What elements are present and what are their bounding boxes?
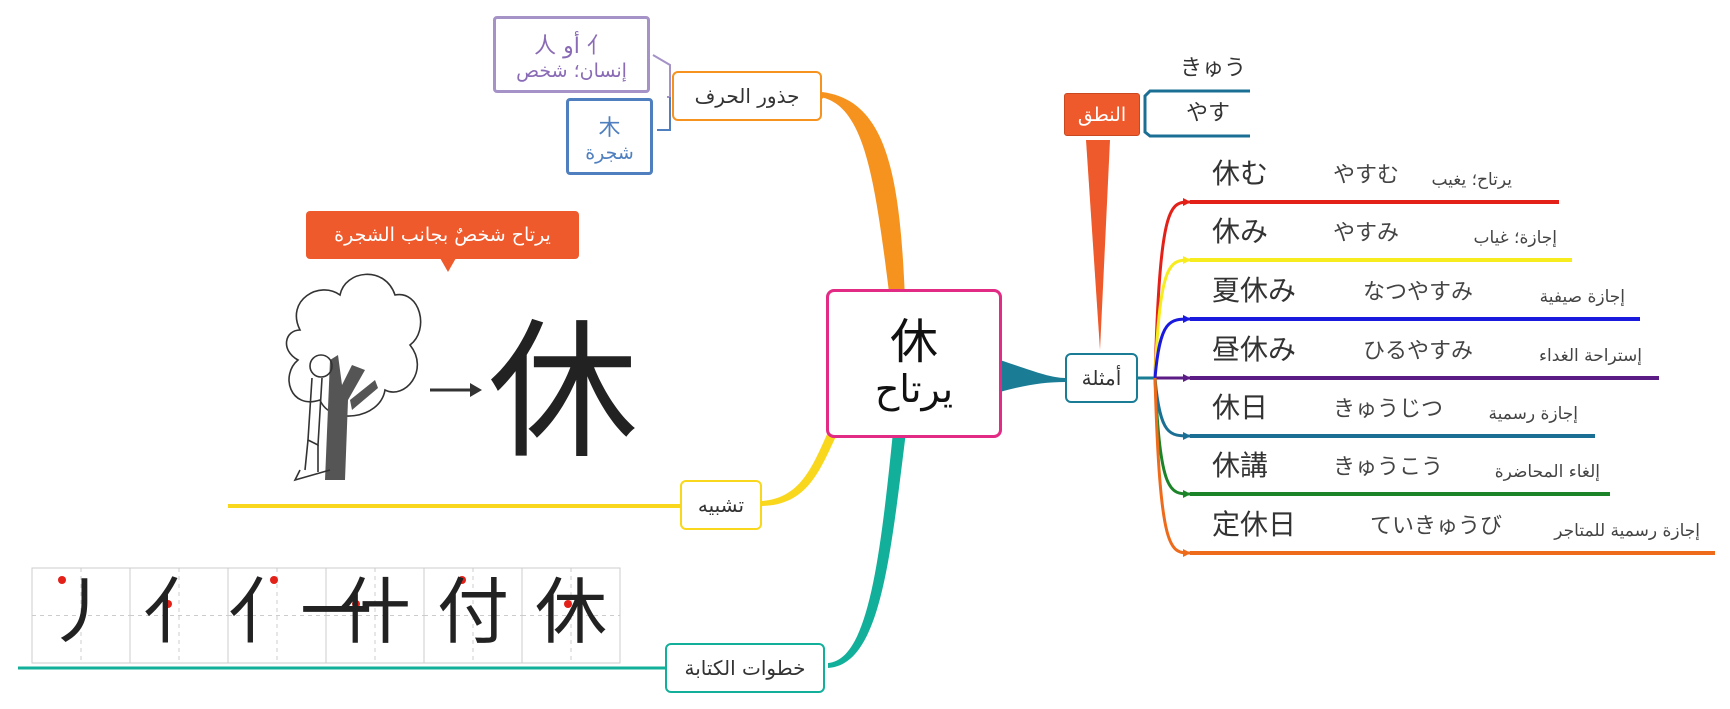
writing-step: 付 (436, 570, 509, 654)
example-word: 休日 (1212, 391, 1269, 424)
writing-steps-grid (31, 567, 621, 664)
example-meaning: إجازة صيفية (1539, 287, 1625, 307)
example-curve (1153, 377, 1191, 555)
analogy-callout: يرتاح شخصٌ بجانب الشجرة (306, 211, 579, 259)
example-curve (1153, 377, 1191, 438)
roots-branch-ribbon (820, 92, 905, 300)
root-card-tree[interactable]: 木 شجرة (566, 98, 653, 175)
example-meaning: إجازة؛ غياب (1473, 228, 1557, 248)
roots-node[interactable]: جذور الحرف (672, 71, 822, 121)
example-arrowhead (1183, 256, 1191, 264)
examples-branch-ribbon (1000, 360, 1065, 392)
analogy-glyph: 休 (488, 306, 639, 480)
examples-label: أمثلة (1081, 366, 1122, 390)
writing-step-start-dot (270, 576, 278, 584)
analogy-branch-ribbon (762, 432, 838, 506)
writing-step: 亻 (142, 570, 215, 654)
example-word: 夏休み (1212, 274, 1297, 307)
analogy-callout-tail (440, 258, 456, 272)
analogy-callout-text: يرتاح شخصٌ بجانب الشجرة (334, 224, 551, 246)
example-curve (1153, 317, 1191, 379)
center-meaning: يرتاح (874, 367, 954, 411)
writing-node[interactable]: خطوات الكتابة (665, 643, 825, 693)
reading-callout-pointer (1086, 140, 1110, 350)
example-kana: きゅうじつ (1333, 397, 1444, 422)
example-arrowhead (1183, 374, 1191, 382)
root-tree-chars: 木 (598, 115, 621, 141)
reading-label: النطق (1077, 103, 1127, 126)
example-arrowhead (1183, 198, 1191, 206)
example-meaning: إلغاء المحاضرة (1494, 462, 1600, 482)
example-word: 休講 (1212, 449, 1269, 482)
example-arrowhead (1183, 549, 1191, 557)
writing-step-start-dot (58, 576, 66, 584)
reading-bracket (1143, 89, 1250, 138)
example-arrowhead (1183, 490, 1191, 498)
example-kana: やすむ (1333, 163, 1400, 188)
writing-step: 亻一 (228, 570, 373, 654)
writing-step-start-dot (164, 600, 172, 608)
root-person-meaning: إنسان؛ شخص (516, 59, 627, 82)
center-node[interactable]: 休 يرتاح (826, 289, 1002, 438)
reading-node[interactable]: النطق (1064, 93, 1140, 136)
writing-step: 丿 (44, 570, 117, 654)
roots-connector-2 (657, 97, 671, 131)
writing-branch-ribbon (828, 432, 906, 668)
example-arrowhead (1183, 315, 1191, 323)
writing-step: 休 (534, 570, 607, 654)
example-meaning: إجازة رسمية للمتاجر (1554, 521, 1700, 541)
example-word: 休み (1212, 215, 1269, 248)
example-word: 定休日 (1212, 508, 1297, 541)
example-curve (1153, 200, 1191, 379)
example-meaning: يرتاح؛ يغيب (1431, 170, 1512, 190)
example-kana: きゅうこう (1333, 455, 1444, 480)
example-arrowhead (1183, 432, 1191, 440)
center-kanji: 休 (889, 314, 938, 371)
analogy-label: تشبيه (697, 493, 745, 517)
example-kana: ひるやすみ (1363, 339, 1474, 364)
example-meaning: إستراحة الغداء (1539, 346, 1642, 366)
root-person-chars: 人 أو 亻 (534, 33, 609, 59)
writing-label: خطوات الكتابة (684, 656, 806, 680)
analogy-arrow-head (470, 383, 482, 397)
reading-yasu: やす (1186, 101, 1231, 126)
example-branches (1153, 198, 1715, 557)
example-word: 昼休み (1212, 333, 1297, 366)
root-tree-meaning: شجرة (585, 141, 634, 164)
reading-kyuu: きゅう (1180, 56, 1247, 81)
writing-step-start-dot (564, 600, 572, 608)
root-card-person[interactable]: 人 أو 亻 إنسان؛ شخص (493, 16, 650, 93)
example-word: 休む (1212, 157, 1269, 190)
writing-step-start-dot (352, 600, 360, 608)
example-kana: なつやすみ (1363, 280, 1474, 305)
roots-label: جذور الحرف (694, 84, 800, 108)
example-kana: ていきゅうび (1370, 514, 1503, 539)
roots-connector (652, 54, 671, 131)
example-kana: やすみ (1333, 221, 1400, 246)
writing-step-start-dot (458, 576, 466, 584)
analogy-node[interactable]: تشبيه (680, 480, 762, 530)
tree-illustration (285, 273, 422, 482)
writing-step: 什 (338, 570, 411, 654)
examples-node[interactable]: أمثلة (1065, 353, 1138, 403)
example-meaning: إجازة رسمية (1488, 404, 1578, 424)
